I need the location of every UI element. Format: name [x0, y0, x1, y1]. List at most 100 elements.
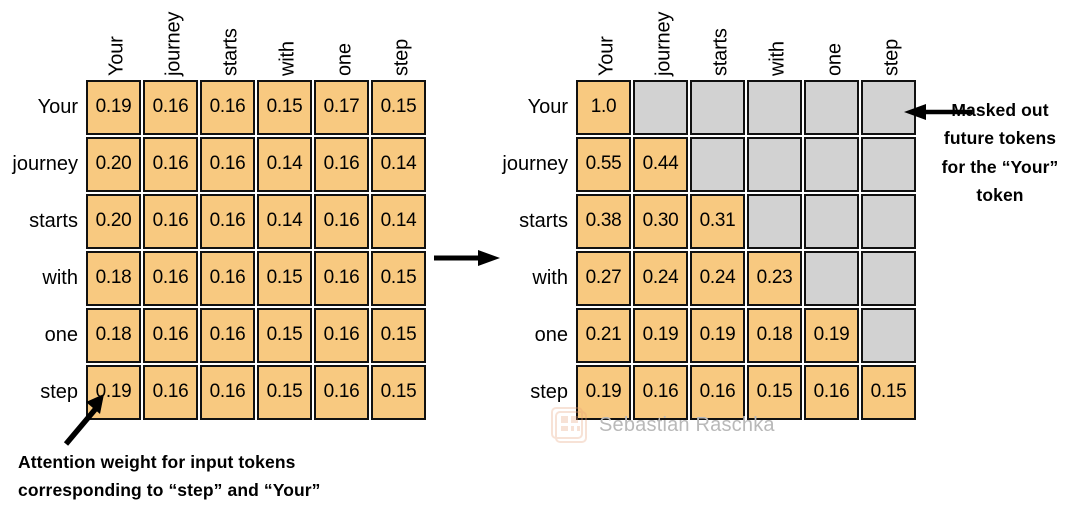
attention-cell: 0.16: [200, 137, 255, 192]
row-header-left-3: with: [42, 267, 78, 289]
masked-annotation-line-3: for the “Your”: [941, 156, 1059, 177]
attention-cell: 0.15: [371, 308, 426, 363]
row-header-right-4: one: [534, 324, 568, 346]
column-header-label: journey: [161, 11, 184, 76]
masked-cell: [804, 251, 859, 306]
attention-cell: 0.18: [86, 308, 141, 363]
masked-cell: [861, 308, 916, 363]
column-header-label: step: [389, 38, 412, 76]
column-header-label: journey: [651, 11, 674, 76]
attention-cell: 1.0: [576, 80, 631, 135]
column-header-right-5: step: [861, 0, 916, 76]
row-header-left-5: step: [40, 381, 78, 403]
attention-cell: 0.15: [257, 365, 312, 420]
masked-out-annotation: Masked out future tokens for the “Your” …: [942, 96, 1080, 209]
masked-cell: [747, 194, 802, 249]
row-header-right-0: Your: [527, 96, 568, 118]
attention-cell: 0.16: [200, 365, 255, 420]
row-header-right-3: with: [532, 267, 568, 289]
row-header-left-2: starts: [29, 210, 78, 232]
attention-cell: 0.16: [690, 365, 745, 420]
attention-cell: 0.16: [200, 308, 255, 363]
attention-weight-annotation: Attention weight for input tokens corres…: [18, 448, 438, 505]
masked-cell: [861, 80, 916, 135]
column-header-left-0: Your: [86, 0, 141, 76]
attention-cell: 0.14: [371, 137, 426, 192]
masked-annotation-line-1: Masked out: [951, 100, 1049, 120]
attention-cell: 0.23: [747, 251, 802, 306]
attention-cell: 0.15: [371, 365, 426, 420]
row-header-right-2: starts: [519, 210, 568, 232]
masked-cell: [690, 80, 745, 135]
stamp-logo-icon: [548, 404, 590, 446]
attention-cell: 0.24: [690, 251, 745, 306]
column-header-label: Your: [594, 36, 617, 76]
column-header-right-3: with: [747, 0, 802, 76]
masked-cell: [804, 194, 859, 249]
attention-cell: 0.16: [143, 137, 198, 192]
attention-annotation-line-1: Attention weight for input tokens: [18, 452, 296, 472]
column-header-right-4: one: [804, 0, 859, 76]
masked-cell: [747, 137, 802, 192]
column-header-label: one: [822, 43, 845, 76]
attention-cell: 0.16: [804, 365, 859, 420]
masked-callout-left-arrow-icon: [902, 104, 972, 120]
masked-cell: [861, 251, 916, 306]
row-header-right-1: journey: [502, 153, 568, 175]
attention-cell: 0.17: [314, 80, 369, 135]
column-header-right-1: journey: [633, 0, 688, 76]
attention-cell: 0.15: [747, 365, 802, 420]
attention-cell: 0.19: [633, 308, 688, 363]
column-header-label: with: [275, 41, 298, 76]
row-header-left-0: Your: [37, 96, 78, 118]
masked-cell: [804, 80, 859, 135]
masked-cell: [633, 80, 688, 135]
attention-cell: 0.15: [371, 80, 426, 135]
attention-cell: 0.31: [690, 194, 745, 249]
attention-cell: 0.16: [143, 80, 198, 135]
row-header-left-1: journey: [12, 153, 78, 175]
attention-cell: 0.19: [86, 80, 141, 135]
masked-cell: [747, 80, 802, 135]
attention-cell: 0.20: [86, 137, 141, 192]
masked-cell: [861, 194, 916, 249]
attention-cell: 0.16: [633, 365, 688, 420]
attention-cell: 0.24: [633, 251, 688, 306]
row-header-left-4: one: [44, 324, 78, 346]
column-header-label: starts: [218, 28, 241, 76]
attention-cell: 0.55: [576, 137, 631, 192]
matrix-row: Your 1.0: [490, 80, 918, 135]
column-header-label: one: [332, 43, 355, 76]
attention-cell: 0.16: [314, 194, 369, 249]
attention-cell: 0.30: [633, 194, 688, 249]
column-header-label: step: [879, 38, 902, 76]
attention-cell: 0.15: [371, 251, 426, 306]
attention-cell: 0.44: [633, 137, 688, 192]
attention-cell: 0.16: [314, 251, 369, 306]
attention-cell: 0.14: [371, 194, 426, 249]
attention-cell: 0.18: [86, 251, 141, 306]
attention-cell: 0.16: [200, 80, 255, 135]
masked-cell: [690, 137, 745, 192]
watermark-text: Sebastian Raschka: [599, 413, 775, 436]
transform-right-arrow-icon: [434, 250, 500, 266]
row-header-right-5: step: [530, 381, 568, 403]
column-header-left-3: with: [257, 0, 312, 76]
attention-cell: 0.16: [143, 251, 198, 306]
attention-cell: 0.16: [143, 194, 198, 249]
attention-cell: 0.19: [690, 308, 745, 363]
column-header-left-5: step: [371, 0, 426, 76]
attention-cell: 0.20: [86, 194, 141, 249]
attention-cell: 0.16: [314, 137, 369, 192]
attention-cell: 0.14: [257, 194, 312, 249]
